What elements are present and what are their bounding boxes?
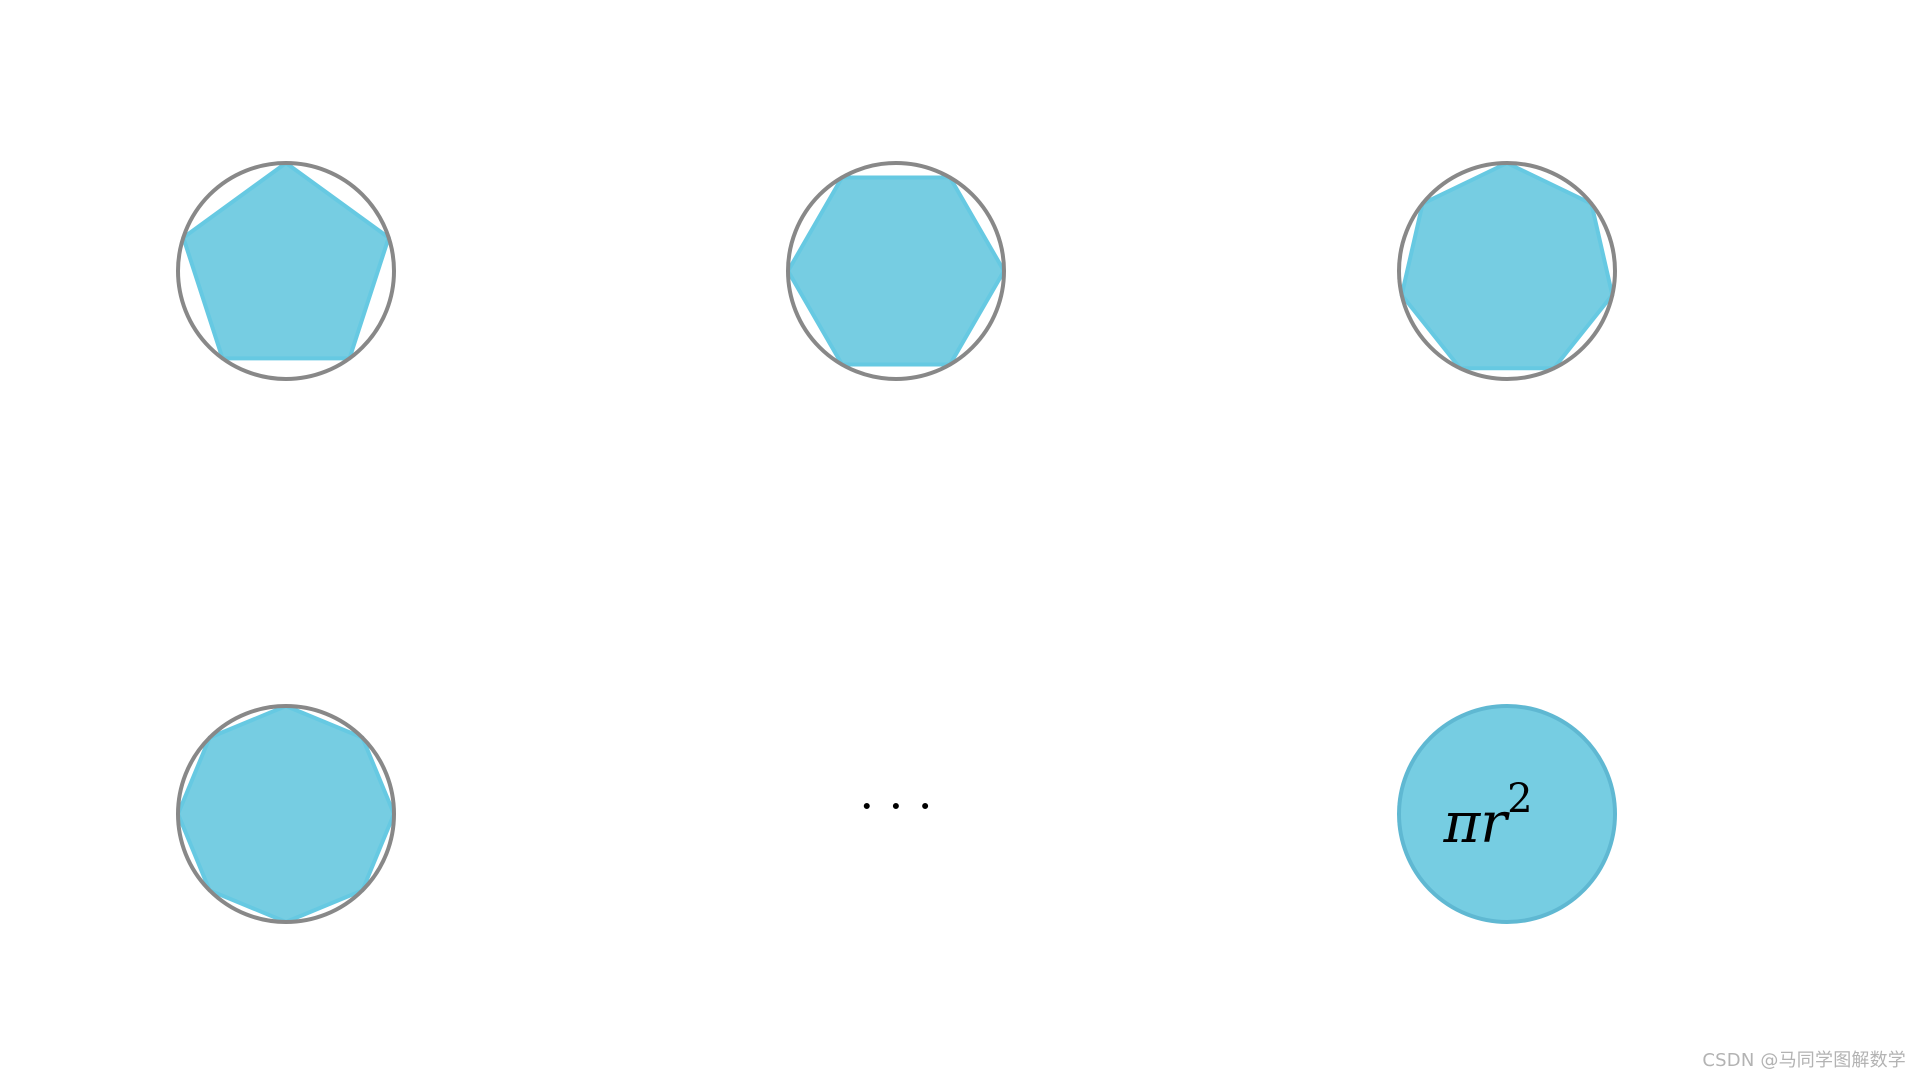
filled-circle [1397,704,1617,924]
pentagon-inscribed-circumcircle [176,161,396,381]
formula-superscript: 2 [1507,776,1532,822]
octagon-inscribed-group [176,704,396,924]
watermark: CSDN @马同学图解数学 [1702,1050,1906,1071]
heptagon-inscribed-group [1397,161,1617,381]
shapes-layer [176,161,1617,924]
hexagon-inscribed-circumcircle [786,161,1006,381]
ellipsis: · · · [859,779,932,833]
hexagon-inscribed-polygon [786,175,1006,367]
pentagon-inscribed-group [176,161,396,381]
heptagon-inscribed-circumcircle [1397,161,1617,381]
formula-main: πr [1442,791,1510,856]
octagon-inscribed-circumcircle [176,704,396,924]
area-formula: πr2 [1442,776,1532,856]
hexagon-inscribed-group [786,161,1006,381]
heptagon-inscribed-polygon [1399,161,1615,371]
pentagon-inscribed-polygon [181,161,391,361]
